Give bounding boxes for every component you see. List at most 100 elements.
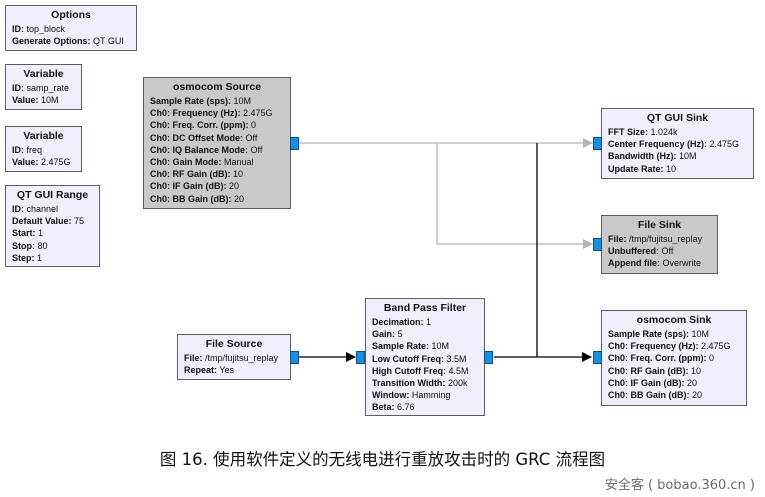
param-key: ID: xyxy=(12,83,24,93)
param-value: 20 xyxy=(692,390,703,401)
param-key: Generate Options: xyxy=(12,36,91,47)
param-key: Value: xyxy=(12,157,39,168)
figure-caption: 图 16. 使用软件定义的无线电进行重放攻击时的 GRC 流程图 xyxy=(159,450,606,469)
qt-gui-sink-block[interactable]: QT GUI Sink FFT Size: 1.024k Center Freq… xyxy=(601,108,754,179)
param-value: 2.475G xyxy=(709,139,740,150)
band-pass-filter-out-port[interactable] xyxy=(484,351,493,364)
param-value: 10M xyxy=(679,151,697,162)
param-key: Sample Rate: xyxy=(372,341,430,352)
options-block[interactable]: Options ID: top_block Generate Options: … xyxy=(5,5,137,51)
param-row: Ch0: BB Gain (dB): 20 xyxy=(608,389,746,401)
param-key: ID: xyxy=(12,145,24,155)
param-value: 80 xyxy=(37,240,48,251)
param-value: Off xyxy=(245,132,258,143)
param-row: High Cutoff Freq: 4.5M xyxy=(372,365,484,377)
param-key: Ch0: Freq. Corr. (ppm): xyxy=(608,353,707,364)
param-row: Default Value: 75 xyxy=(12,215,99,227)
param-key: Ch0: RF Gain (dB): xyxy=(608,365,689,376)
param-row: Ch0: DC Offset Mode: Off xyxy=(150,132,290,144)
file-source-out-port[interactable] xyxy=(290,351,299,364)
osmocom-sink-block[interactable]: osmocom Sink Sample Rate (sps): 10M Ch0:… xyxy=(601,310,747,406)
param-key: Window: xyxy=(372,390,410,401)
param-row: Ch0: RF Gain (dB): 10 xyxy=(150,168,290,180)
param-key: High Cutoff Freq: xyxy=(372,365,446,376)
param-value: /tmp/fujitsu_replay xyxy=(205,353,279,363)
file-sink-in-port[interactable] xyxy=(593,238,602,251)
param-value: 200k xyxy=(447,378,468,389)
param-row: Ch0: Freq. Corr. (ppm): 0 xyxy=(150,119,290,131)
osmocom-source-block[interactable]: osmocom Source Sample Rate (sps): 10M Ch… xyxy=(143,77,291,209)
param-value: 6.76 xyxy=(397,402,415,413)
param-value: 10M xyxy=(41,95,59,106)
param-key: Ch0: Freq. Corr. (ppm): xyxy=(150,120,249,131)
param-value: freq xyxy=(26,145,43,155)
param-row: Ch0: BB Gain (dB): 20 xyxy=(150,193,290,205)
param-value: 4.5M xyxy=(448,365,469,376)
param-row: Value: 2.475G xyxy=(12,156,81,168)
param-row: File: /tmp/fujitsu_replay xyxy=(184,352,290,364)
param-key: Unbuffered: xyxy=(608,246,659,257)
param-value: 10M xyxy=(431,341,450,352)
param-key: Ch0: IQ Balance Mode: xyxy=(150,144,249,155)
param-key: ID: xyxy=(12,204,24,214)
param-value: Yes xyxy=(219,365,235,376)
param-key: File: xyxy=(608,234,627,244)
param-row: Sample Rate (sps): 10M xyxy=(150,95,290,107)
param-value: 0 xyxy=(251,120,257,131)
param-value: 2.475G xyxy=(701,341,731,352)
param-value: /tmp/fujitsu_replay xyxy=(629,234,703,244)
param-row: ID: top_block xyxy=(12,23,136,35)
param-key: Decimation: xyxy=(372,317,424,327)
param-row: Transition Width: 200k xyxy=(372,377,484,389)
osmocom-source-out-port[interactable] xyxy=(290,137,299,150)
param-value: 2.475G xyxy=(41,157,71,168)
param-value: channel xyxy=(26,204,59,214)
qt-gui-range-block[interactable]: QT GUI Range ID: channel Default Value: … xyxy=(5,185,100,267)
param-key: Ch0: Frequency (Hz): xyxy=(608,341,699,352)
param-key: Ch0: IF Gain (dB): xyxy=(608,377,685,388)
param-value: 5 xyxy=(397,329,403,340)
variable-freq-block[interactable]: Variable ID: freq Value: 2.475G xyxy=(5,126,82,172)
block-title: Band Pass Filter xyxy=(383,302,467,314)
param-value: 3.5M xyxy=(446,353,467,364)
param-row: Sample Rate: 10M xyxy=(372,340,484,352)
osmocom-sink-in-port[interactable] xyxy=(593,351,602,364)
param-key: Beta: xyxy=(372,402,395,413)
block-title: Variable xyxy=(23,130,64,142)
param-key: Update Rate: xyxy=(608,163,664,174)
param-key: Ch0: IF Gain (dB): xyxy=(150,181,227,192)
band-pass-filter-in-port[interactable] xyxy=(356,351,365,364)
param-key: Ch0: Frequency (Hz): xyxy=(150,108,241,119)
param-key: Ch0: Gain Mode: xyxy=(150,157,222,168)
block-title: osmocom Source xyxy=(172,81,262,93)
file-source-block[interactable]: File Source File: /tmp/fujitsu_replay Re… xyxy=(177,334,291,380)
param-value: top_block xyxy=(26,24,66,34)
wire-source-to-filesink xyxy=(436,143,593,249)
param-key: Low Cutoff Freq: xyxy=(372,353,444,364)
param-value: Off xyxy=(661,246,674,257)
param-row: Bandwidth (Hz): 10M xyxy=(608,150,753,162)
param-row: ID: channel xyxy=(12,203,99,215)
param-key: Value: xyxy=(12,95,39,106)
param-row: Repeat: Yes xyxy=(184,364,290,376)
band-pass-filter-block[interactable]: Band Pass Filter Decimation: 1 Gain: 5 S… xyxy=(365,298,485,416)
param-key: ID: xyxy=(12,24,24,34)
param-row: ID: samp_rate xyxy=(12,82,81,94)
watermark-text: 安全客 ( bobao.360.cn ) xyxy=(604,478,755,493)
param-value: 10 xyxy=(691,365,702,376)
file-sink-block[interactable]: File Sink File: /tmp/fujitsu_replay Unbu… xyxy=(601,215,718,274)
param-row: Unbuffered: Off xyxy=(608,245,717,257)
param-row: Value: 10M xyxy=(12,94,81,106)
param-key: Default Value: xyxy=(12,216,72,227)
param-value: 1 xyxy=(38,228,44,239)
param-key: Step: xyxy=(12,252,35,263)
param-row: Generate Options: QT GUI xyxy=(12,35,136,47)
block-title: Options xyxy=(51,9,91,21)
param-row: Sample Rate (sps): 10M xyxy=(608,328,746,340)
qt-gui-sink-in-port[interactable] xyxy=(593,137,602,150)
param-value: 10M xyxy=(691,329,710,339)
variable-samp-rate-block[interactable]: Variable ID: samp_rate Value: 10M xyxy=(5,64,82,110)
param-key: Ch0: BB Gain (dB): xyxy=(150,193,232,204)
param-row: Ch0: Freq. Corr. (ppm): 0 xyxy=(608,352,746,364)
